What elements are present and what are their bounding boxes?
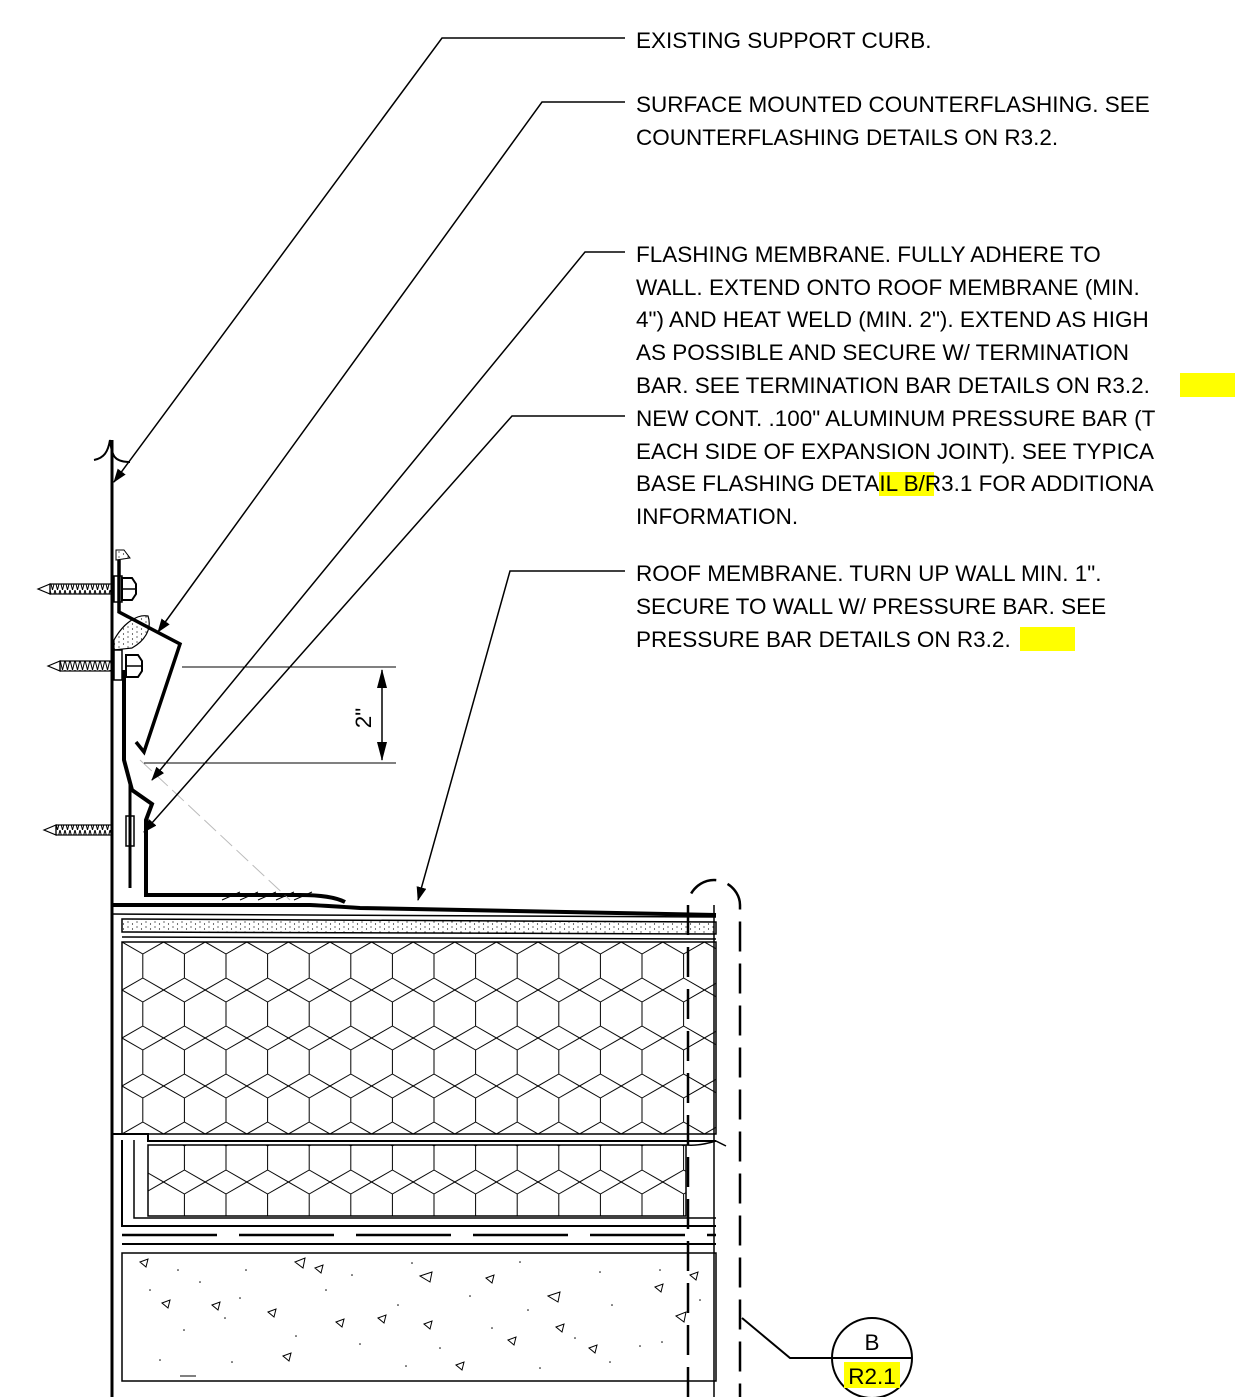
svg-text:NEW CONT. .100" ALUMINUM PRESS: NEW CONT. .100" ALUMINUM PRESSURE BAR (T (636, 406, 1156, 431)
svg-text:INFORMATION.: INFORMATION. (636, 504, 798, 529)
ref-highlight (879, 472, 934, 496)
insulation-upper (121, 941, 717, 1135)
roof-membrane (111, 903, 717, 918)
surface-mounted-counterflashing (117, 560, 183, 756)
svg-text:AS POSSIBLE AND SECURE W/ TERM: AS POSSIBLE AND SECURE W/ TERMINATION (636, 340, 1129, 365)
screw-middle (46, 649, 143, 681)
section-marker[interactable]: B R2.1 (741, 1317, 913, 1397)
dimension-label: 2" (351, 708, 376, 729)
ref-r3-1[interactable]: R3.1 (925, 471, 973, 496)
ref-highlight (1020, 627, 1075, 651)
svg-text:SECURE TO WALL W/ PRESSURE BAR: SECURE TO WALL W/ PRESSURE BAR. SEE (636, 594, 1106, 619)
note-counterflashing: SURFACE MOUNTED COUNTERFLASHING. SEE COU… (636, 92, 1150, 150)
svg-text:4") AND HEAT WELD (MIN. 2"). E: 4") AND HEAT WELD (MIN. 2"). EXTEND AS H… (636, 307, 1149, 332)
svg-text:EXISTING SUPPORT CURB.: EXISTING SUPPORT CURB. (636, 28, 931, 53)
screw-bottom (42, 815, 135, 847)
svg-text:SURFACE MOUNTED COUNTERFLASHIN: SURFACE MOUNTED COUNTERFLASHING. SEE (636, 92, 1150, 117)
ref-highlight (1180, 373, 1235, 397)
cover-board (121, 918, 717, 940)
ref-r3-2[interactable]: R3.2 (1096, 373, 1144, 398)
note-pressure-bar: NEW CONT. .100" ALUMINUM PRESSURE BAR (T… (636, 406, 1156, 529)
svg-text:EACH SIDE OF EXPANSION JOINT).: EACH SIDE OF EXPANSION JOINT). SEE TYPIC… (636, 439, 1154, 464)
leader-pressure-bar (143, 415, 625, 833)
existing-curb-wall (93, 439, 131, 1397)
ref-r3-2[interactable]: R3.2 (957, 627, 1005, 652)
section-sheet: R2.1 (848, 1364, 896, 1389)
leader-counterflashing (157, 101, 625, 633)
expansion-joint-boundary (686, 878, 742, 1397)
svg-text:FLASHING MEMBRANE. FULLY ADHER: FLASHING MEMBRANE. FULLY ADHERE TO (636, 242, 1101, 267)
note-roof-membrane: ROOF MEMBRANE. TURN UP WALL MIN. 1". SEC… (636, 561, 1106, 652)
insulation-lower (112, 1133, 727, 1227)
svg-text:ROOF MEMBRANE. TURN UP WALL MI: ROOF MEMBRANE. TURN UP WALL MIN. 1". (636, 561, 1102, 586)
flashing-membrane (122, 670, 346, 904)
svg-text:BASE FLASHING DETAIL B/R3.1 FO: BASE FLASHING DETAIL B/R3.1 FOR ADDITION… (636, 471, 1154, 496)
svg-text:COUNTERFLASHING DETAILS ON R3.: COUNTERFLASHING DETAILS ON R3.2. (636, 125, 1058, 150)
vapor-barrier (122, 1233, 716, 1245)
screw-top (36, 575, 137, 603)
svg-text:BAR. SEE TERMINATION BAR DETAI: BAR. SEE TERMINATION BAR DETAILS ON R3.2… (636, 373, 1150, 398)
section-letter: B (864, 1330, 879, 1355)
dimension-2-inch: 2" (144, 666, 396, 764)
svg-text:WALL. EXTEND ONTO ROOF MEMBRAN: WALL. EXTEND ONTO ROOF MEMBRANE (MIN. (636, 275, 1140, 300)
leader-flashing-membrane (151, 251, 625, 781)
leader-lines (113, 37, 625, 901)
svg-text:PRESSURE BAR DETAILS ON R3.2.: PRESSURE BAR DETAILS ON R3.2. (636, 627, 1011, 652)
note-flashing-membrane: FLASHING MEMBRANE. FULLY ADHERE TO WALL.… (636, 242, 1235, 398)
note-existing-curb: EXISTING SUPPORT CURB. (636, 28, 931, 53)
leader-roof-membrane (416, 570, 625, 901)
leader-existing-curb (113, 37, 625, 483)
concrete-deck (121, 1252, 717, 1382)
